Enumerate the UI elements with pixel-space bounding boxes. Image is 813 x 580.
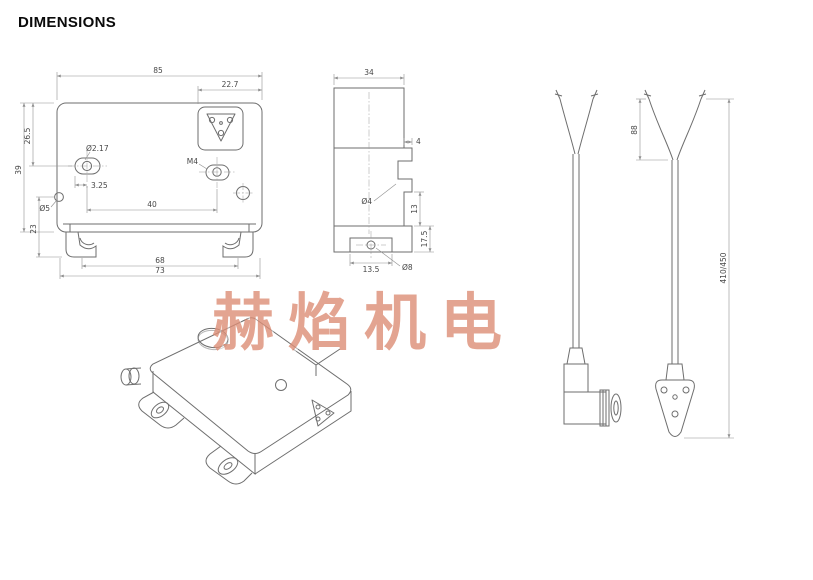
label-bottom-hole-value: Ø8 [402,263,413,272]
m12-face [610,393,622,423]
label-thread: M4 [187,157,208,170]
label-slot-hole-value: Ø2.17 [86,144,109,153]
dim-foot-spacing: 68 [81,256,239,269]
dim-cable-length-value: 410/450 [719,252,728,283]
front-centerlines [68,150,253,203]
label-bottom-hole: Ø8 [375,247,413,272]
dim-split-length-value: 88 [630,125,639,135]
isometric-view [120,317,352,485]
label-hole-value: Ø4 [361,197,372,206]
side-hole [54,192,64,202]
dim-connector-width-value: 22.7 [222,80,239,89]
iso-small-hole [275,379,287,391]
connector-pocket [197,106,244,151]
label-side-hole: Ø5 [39,199,58,213]
foot-left [65,231,97,258]
wire-right [676,98,702,161]
dim-overall-width-value: 85 [153,66,163,75]
dim-overall-depth: 34 [333,68,405,85]
wire-left [648,98,674,161]
connector-neck [665,363,685,381]
iso-foot-front [205,445,253,485]
dim-connector-width: 22.7 [197,80,262,104]
wire-right [577,98,594,155]
strain-relief [566,347,586,365]
cable-elbow-view [554,89,622,427]
side-body-outline [333,87,413,253]
dim-top-to-slot-value: 26.5 [23,127,32,144]
dim-overall-depth-value: 34 [364,68,374,77]
dim-left-height: 39 [14,103,54,233]
dim-step-value: 4 [416,137,421,146]
switch-body-outline [56,102,263,233]
foot-right [222,231,254,258]
front-view [54,102,263,258]
page-title: DIMENSIONS [18,14,117,31]
dim-latch-height: 13 [410,191,434,227]
dim-foot-height: 17.5 [414,226,434,253]
iso-foot-left [138,391,185,429]
dim-slot-offset-value: 3.25 [91,181,108,190]
din-connector-face [655,379,695,437]
dim-step: 4 [403,137,421,146]
dim-top-to-slot: 26.5 [20,102,72,167]
mounting-slot-right [205,164,230,181]
side-view [333,87,413,258]
dim-left-height-value: 39 [14,165,23,175]
label-side-hole-value: Ø5 [39,204,50,213]
dim-slot-spacing: 40 [86,186,218,213]
label-thread-value: M4 [187,157,198,166]
dim-overall-width: 85 [56,66,263,100]
dim-lower-height-value: 23 [29,224,38,234]
connector-face [206,113,236,142]
dim-latch-height-value: 13 [410,204,419,214]
dim-lower-height: 23 [29,196,62,258]
dim-slot-spacing-value: 40 [147,200,157,209]
label-hole: Ø4 [361,183,397,206]
dim-foot-spacing-value: 68 [155,256,165,265]
side-centerlines [356,92,386,258]
dim-foot-height-value: 17.5 [420,230,429,247]
dim-foot-width-value: 13.5 [363,265,380,274]
wire-left [559,98,576,155]
dim-overall-bottom-value: 73 [155,266,165,275]
dim-slot-offset: 3.25 [74,176,108,190]
knurl-ring [599,389,610,427]
dim-cable-length: 410/450 [684,98,734,439]
dim-split-length: 88 [630,98,668,161]
cable-straight-view [643,89,707,437]
iso-top-face [149,317,352,454]
label-slot-hole: Ø2.17 [84,144,109,161]
iso-connector-face [311,399,335,427]
elbow-body [563,363,589,393]
dim-overall-bottom: 73 [59,258,261,279]
